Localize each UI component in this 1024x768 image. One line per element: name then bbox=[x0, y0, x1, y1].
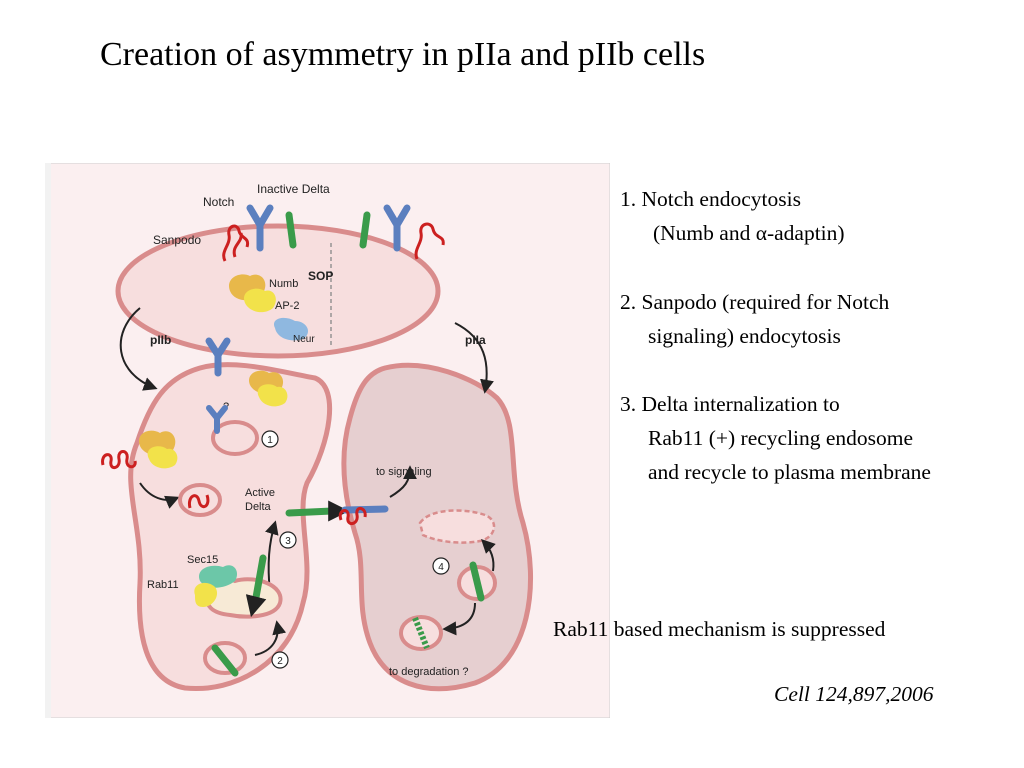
citation: Cell 124,897,2006 bbox=[774, 682, 934, 706]
rab11-label: Rab11 bbox=[147, 579, 179, 591]
sanpodo-left bbox=[222, 224, 250, 262]
step-1-label: 1 bbox=[267, 435, 273, 446]
sanpodo-piib bbox=[101, 450, 137, 469]
step-1-marker bbox=[261, 430, 279, 448]
note3-line3: and recycle to plasma membrane bbox=[648, 460, 931, 484]
numb-ap2-complex bbox=[229, 274, 276, 313]
step-2-marker bbox=[271, 651, 289, 669]
notch-receptor-piib bbox=[205, 337, 231, 377]
note-delta-internalization: 3. Delta internalization to Rab11 (+) re… bbox=[620, 387, 931, 489]
rab11-suppressed-note: Rab11 based mechanism is suppressed bbox=[553, 617, 886, 641]
sop-label: SOP bbox=[308, 269, 333, 283]
numb-label: Numb bbox=[269, 278, 298, 290]
neur-label: Neur bbox=[293, 334, 315, 345]
note1-line1: 1. Notch endocytosis bbox=[620, 187, 801, 211]
note1-line2: (Numb and α-adaptin) bbox=[653, 221, 845, 245]
sec15-protein bbox=[199, 565, 238, 588]
active-delta-label-1: Active bbox=[245, 487, 275, 499]
division-arrow-piib bbox=[119, 307, 158, 391]
inactive-delta-right bbox=[359, 211, 371, 249]
dashed-vesicle bbox=[418, 509, 496, 544]
to-signaling-label: to signaling bbox=[376, 466, 432, 478]
step-3-marker bbox=[279, 531, 297, 549]
inactive-delta-left bbox=[285, 211, 297, 249]
step-4-marker bbox=[432, 557, 450, 575]
notch-receptor-right bbox=[383, 204, 411, 252]
note3-line1: 3. Delta internalization to bbox=[620, 392, 840, 416]
neur-protein bbox=[274, 317, 309, 341]
slide-title: Creation of asymmetry in pIIa and pIIb c… bbox=[100, 36, 706, 73]
note-sanpodo-endocytosis: 2. Sanpodo (required for Notch signaling… bbox=[620, 285, 889, 353]
division-arrow-piia bbox=[454, 322, 494, 394]
active-delta bbox=[285, 507, 336, 517]
ap2-label: AP-2 bbox=[275, 300, 299, 312]
notch-label: Notch bbox=[203, 195, 234, 209]
piib-label: pIIb bbox=[150, 333, 171, 347]
note2-line2: signaling) endocytosis bbox=[648, 324, 841, 348]
inactive-delta-label: Inactive Delta bbox=[257, 182, 330, 196]
endosome-1 bbox=[211, 420, 259, 456]
step-2-label: 2 bbox=[277, 656, 283, 667]
sec15-label: Sec15 bbox=[187, 554, 218, 566]
sanpodo-right bbox=[414, 222, 445, 260]
sanpodo-label: Sanpodo bbox=[153, 233, 201, 247]
step-4-label: 4 bbox=[438, 562, 444, 573]
to-degradation-label: to degradation ? bbox=[389, 666, 469, 678]
note3-line2: Rab11 (+) recycling endosome bbox=[648, 426, 914, 450]
active-delta-label-2: Delta bbox=[245, 501, 272, 513]
asymmetry-diagram: Notch Inactive Delta Sanpodo SOP Numb AP… bbox=[45, 163, 610, 718]
step-3-label: 3 bbox=[285, 536, 291, 547]
rab11-protein bbox=[194, 582, 218, 607]
sop-cell bbox=[115, 223, 441, 359]
piia-label: pIIa bbox=[465, 333, 486, 347]
note-notch-endocytosis: 1. Notch endocytosis (Numb and α-adaptin… bbox=[620, 182, 845, 250]
notch-receptor-left bbox=[246, 204, 274, 252]
note2-line1: 2. Sanpodo (required for Notch bbox=[620, 290, 890, 314]
